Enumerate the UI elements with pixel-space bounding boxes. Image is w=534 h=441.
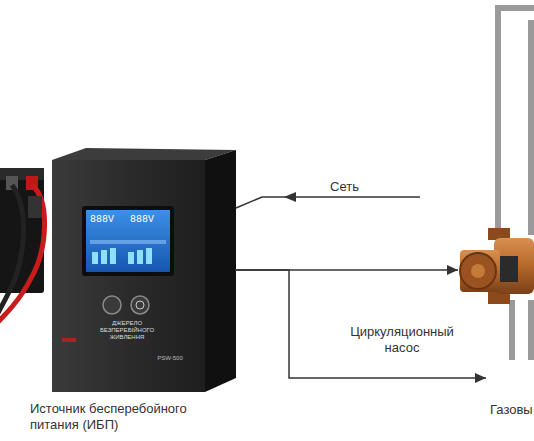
- power-wire: [235, 265, 458, 275]
- mains-wire: [236, 192, 420, 208]
- lcd-readout: 888V: [90, 214, 128, 226]
- pump-illustration: [460, 228, 534, 304]
- heating-pipes: [498, 8, 534, 360]
- device-inscription: ДЖЕРЕЛО БЕЗПЕРЕБІЙНОГО ЖИВЛЕННЯ: [92, 320, 162, 341]
- battery: [0, 168, 45, 325]
- ups-box: Источник бесперебойного питания (ИБП): [30, 145, 235, 441]
- node-label: Циркуляционный насос: [336, 324, 468, 356]
- power-wire: [235, 270, 486, 383]
- node-label: Источник бесперебойного питания (ИБП): [30, 401, 208, 433]
- node-label: Газовы: [490, 402, 534, 418]
- network-label: Сеть: [330, 179, 390, 195]
- pump-box: Циркуляционный насос: [458, 226, 534, 306]
- ups-unit: [52, 148, 236, 392]
- boiler-box: Газовы: [486, 368, 534, 441]
- lcd-readout: 888V: [130, 214, 168, 226]
- model-number: PSW-500: [140, 355, 200, 362]
